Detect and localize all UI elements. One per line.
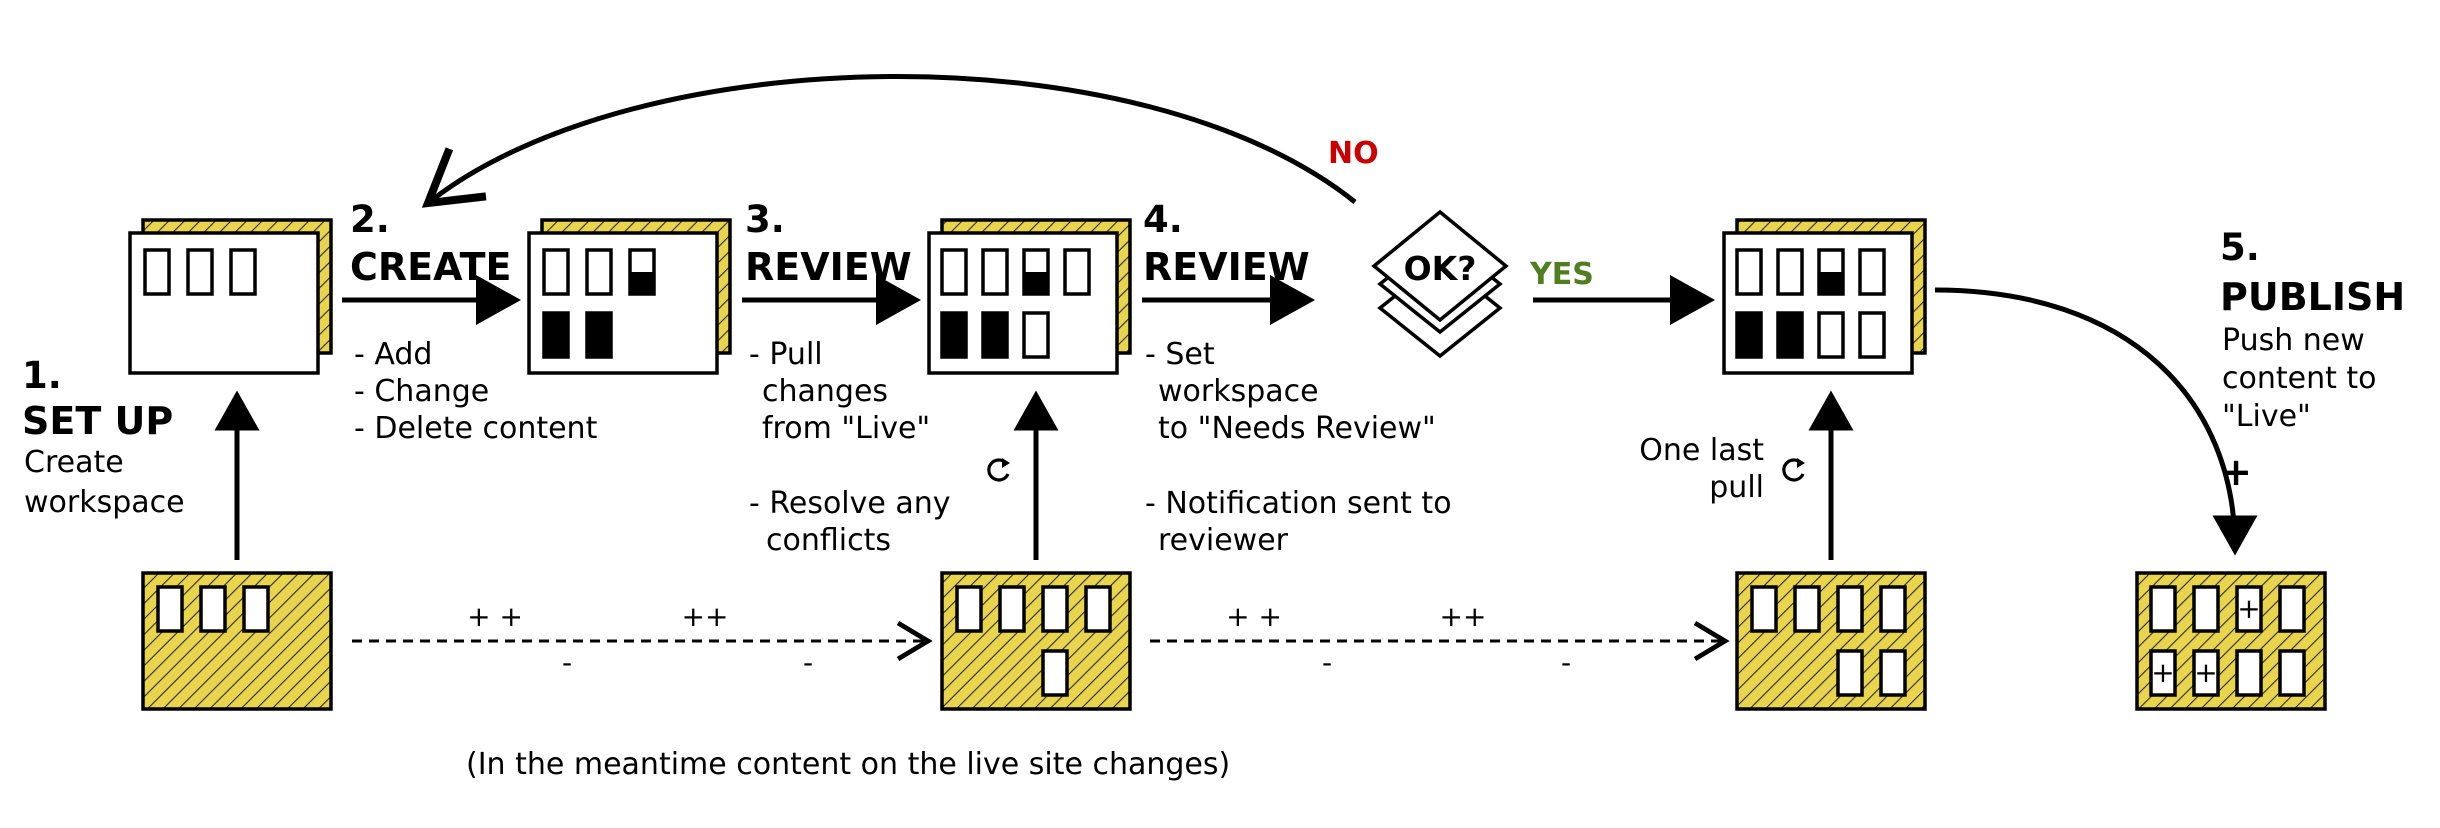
new-content-sign: + [2237, 592, 2260, 625]
decision-stack: OK? [1371, 209, 1509, 359]
step-review1-title: REVIEW [745, 245, 912, 289]
step-publish-desc: "Live" [2222, 399, 2311, 434]
step-review1-desc: - Pull [749, 337, 823, 372]
step-review1-desc: changes [762, 374, 888, 409]
step-create-number: 2. [350, 198, 390, 241]
last-pull-note: pull [1709, 470, 1764, 505]
step-review1-desc: conflicts [766, 523, 891, 558]
live-site-card-3 [1735, 571, 1927, 711]
last-pull-note: One last [1639, 433, 1764, 468]
live-change-remove: - [1561, 646, 1571, 679]
step-publish-number: 5. [2220, 226, 2260, 269]
step-publish-desc: Push new [2222, 323, 2365, 358]
live-change-add: + + [1226, 600, 1282, 633]
decision-yes-label: YES [1529, 257, 1594, 292]
arrow-no-loop [421, 74, 1357, 208]
publish-plus-sign: + [2220, 450, 2252, 494]
step-review2-desc: workspace [1158, 374, 1319, 409]
new-content-sign: + [2151, 656, 2174, 689]
new-content-sign: + [2194, 656, 2217, 689]
step-create-desc: - Change [354, 374, 489, 409]
step-create-desc: - Delete content [354, 411, 598, 446]
workspace-card-review [927, 218, 1132, 375]
step-review1-number: 3. [745, 198, 785, 241]
step-publish-desc: content to [2222, 361, 2377, 396]
workspace-card-create [527, 218, 732, 375]
refresh-icon [1782, 458, 1805, 482]
live-site-card-1 [141, 571, 333, 711]
caption: (In the meantime content on the live sit… [466, 747, 1230, 782]
step-review1-desc: - Resolve any [749, 486, 951, 521]
step-setup-number: 1. [22, 354, 62, 397]
decision-no-label: NO [1328, 136, 1379, 171]
workspace-card-setup [128, 218, 333, 375]
step-create-desc: - Add [354, 337, 432, 372]
refresh-icon [987, 458, 1010, 482]
live-change-remove: - [1322, 646, 1332, 679]
step-publish-title: PUBLISH [2220, 275, 2405, 319]
live-change-add: ++ [682, 600, 729, 633]
step-review2-desc: to "Needs Review" [1158, 411, 1436, 446]
step-setup-desc: Create [24, 445, 124, 480]
step-setup-desc: workspace [24, 485, 185, 520]
step-create-title: CREATE [350, 245, 511, 289]
arrow-publish [1934, 287, 2258, 556]
step-review2-desc: - Set [1145, 337, 1215, 372]
workspace-card-approved [1722, 218, 1927, 375]
step-review2-desc: - Notification sent to [1145, 486, 1452, 521]
decision-label: OK? [1404, 249, 1477, 288]
step-setup-title: SET UP [22, 399, 173, 443]
live-change-add: ++ [1440, 600, 1487, 633]
step-review2-number: 4. [1143, 198, 1183, 241]
step-review2-desc: reviewer [1158, 523, 1289, 558]
step-review2-title: REVIEW [1143, 245, 1310, 289]
live-site-card-published: + + + [2135, 571, 2327, 711]
live-change-remove: - [562, 646, 572, 679]
live-change-add: + + [467, 600, 523, 633]
live-site-card-2 [940, 571, 1132, 711]
live-change-remove: - [803, 646, 813, 679]
step-review1-desc: from "Live" [762, 411, 930, 446]
